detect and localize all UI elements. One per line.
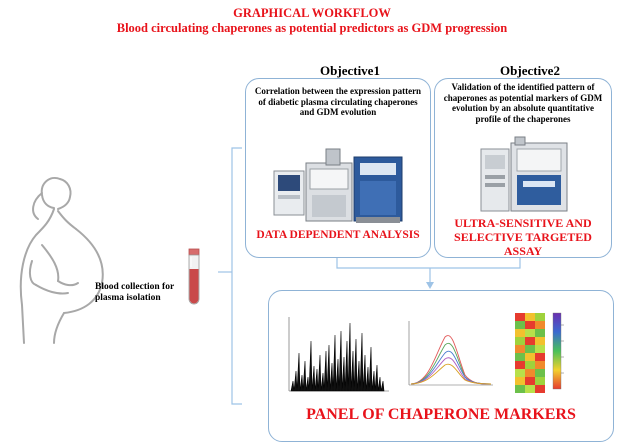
chromatogram-plot-icon (399, 315, 497, 395)
mass-spectrometer-icon (480, 136, 568, 212)
pregnant-woman-icon (19, 177, 104, 344)
objective2-method: ULTRA-SENSITIVE AND SELECTIVE TARGETED A… (454, 216, 592, 258)
spectrum-plot-icon (281, 311, 393, 399)
workflow-subtitle: Blood circulating chaperones as potentia… (116, 21, 508, 35)
blood-collection-label: Blood collection for plasma isolation (95, 282, 174, 303)
objective1-label: Objective1 (320, 63, 380, 78)
objective2-description: Validation of the identified pattern of … (443, 82, 603, 124)
objective2-panel: Validation of the identified pattern of … (434, 78, 612, 258)
objective2-label: Objective2 (500, 63, 560, 78)
mass-spectrometer-icon (273, 148, 403, 223)
blood-tube-icon (188, 248, 200, 305)
heatmap-icon (515, 312, 564, 393)
objective1-method: DATA DEPENDENT ANALYSIS (256, 229, 420, 241)
workflow-title: GRAPHICAL WORKFLOW (233, 6, 391, 20)
result-panel: PANEL OF CHAPERONE MARKERS (268, 290, 614, 442)
objective1-description: Correlation between the expression patte… (254, 86, 422, 117)
result-label: PANEL OF CHAPERONE MARKERS (306, 406, 576, 423)
objective1-panel: Correlation between the expression patte… (245, 78, 431, 258)
